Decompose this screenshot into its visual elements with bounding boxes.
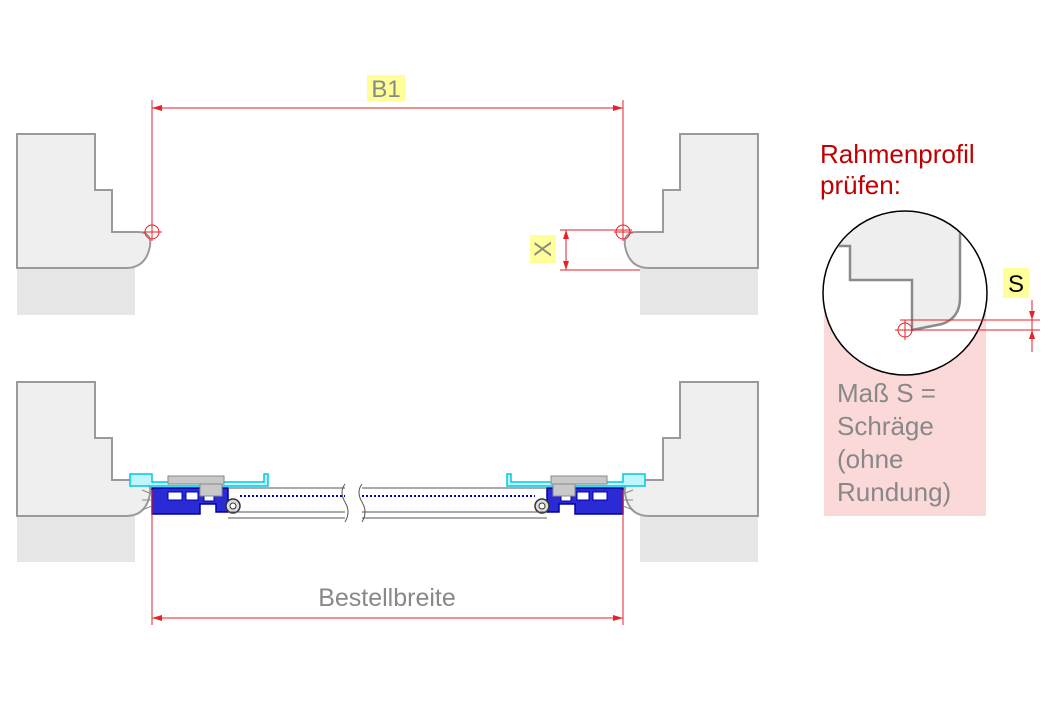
note-heading-line2: prüfen:	[820, 170, 901, 200]
top-right-frame	[623, 133, 759, 315]
s-label: S	[1008, 271, 1024, 298]
note-body-line4: Rundung)	[837, 477, 951, 507]
bestellbreite-label: Bestellbreite	[318, 584, 456, 612]
left-screen-profile	[129, 473, 269, 515]
screen-rails	[228, 483, 547, 523]
note-heading-line1: Rahmenprofil	[820, 139, 975, 169]
s-label-bg	[1003, 268, 1029, 298]
b1-dimension	[143, 100, 633, 241]
top-left-frame	[16, 133, 152, 315]
bottom-left-frame	[16, 381, 152, 562]
bestellbreite-dimension	[151, 490, 624, 625]
bottom-right-frame	[623, 381, 759, 562]
b1-label-bg	[367, 75, 405, 101]
note-body-line1: Maß S =	[837, 378, 936, 408]
x-dimension	[560, 229, 640, 271]
right-screen-profile	[506, 473, 646, 515]
note-body-line3: (ohne	[837, 444, 904, 474]
note-body-line2: Schräge	[837, 411, 934, 441]
detail-magnifier	[822, 210, 988, 376]
b1-label: B1	[371, 76, 400, 103]
s-dimension	[912, 300, 1040, 352]
x-label-bg	[530, 235, 556, 263]
x-label: X	[530, 241, 557, 257]
